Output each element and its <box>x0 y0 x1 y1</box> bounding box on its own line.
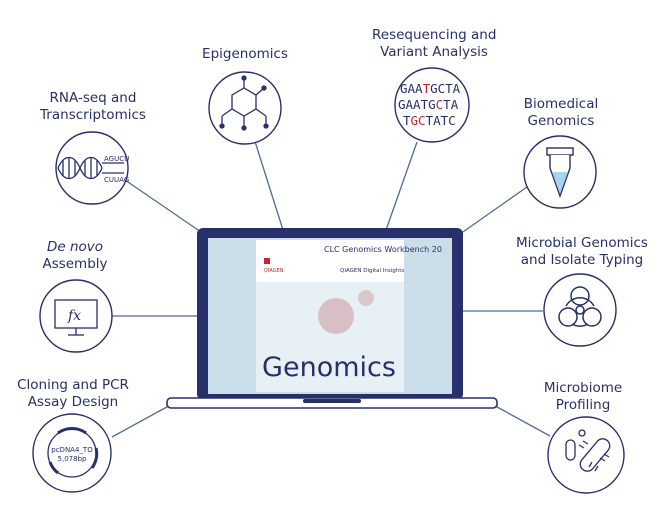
plasmid-size: 5,078bp <box>58 455 87 463</box>
virus-graphic-small <box>358 290 374 306</box>
monitor-function-icon <box>54 299 98 336</box>
connector-biomedical <box>459 186 528 235</box>
double-helix-icon <box>57 156 124 180</box>
seq-row-3: TGCTATC <box>403 113 456 128</box>
rna-text-top: AGUCU <box>104 155 129 163</box>
seq-row-2: GAATGCTA <box>398 97 459 112</box>
brand-logo-mark <box>264 258 270 264</box>
seq-row-1: GAATGCTA <box>400 81 461 96</box>
label-rna-seq: RNA-seq and Transcriptomics <box>40 90 146 123</box>
dna-sequence-icon: GAATGCTA GAATGCTA TGCTATC <box>398 81 461 128</box>
label-de-novo: De novo Assembly <box>42 239 108 272</box>
screen-headline: Genomics <box>262 352 396 383</box>
connector-epigenomics <box>251 131 284 231</box>
screen-product: CLC Genomics Workbench 20 <box>324 245 442 254</box>
test-tube-icon <box>546 147 574 199</box>
label-epigenomics: Epigenomics <box>202 46 288 62</box>
label-biomedical: Biomedical Genomics <box>523 96 599 129</box>
rna-seq-circle <box>55 131 129 205</box>
resequencing-circle <box>394 67 470 143</box>
microbial-circle <box>543 273 617 347</box>
bacteria-icon <box>565 429 611 472</box>
epigenomics-circle <box>208 71 282 145</box>
label-microbial: Microbial Genomics and Isolate Typing <box>516 235 648 268</box>
hexagon-molecule-icon <box>219 75 269 131</box>
virus-graphic <box>318 298 354 334</box>
laptop-notch <box>303 399 361 403</box>
label-microbiome: Microbiome Profiling <box>543 380 623 413</box>
screen-brand: QIAGEN <box>264 268 284 274</box>
brochure-header <box>256 240 404 282</box>
connector-resequencing <box>385 141 418 231</box>
screen-tagline: QIAGEN Digital Insights <box>340 268 404 274</box>
label-resequencing: Resequencing and Variant Analysis <box>372 27 497 60</box>
connector-cloning <box>111 401 177 438</box>
cloning-circle <box>32 413 112 493</box>
screen-content: CLC Genomics Workbench 20 QIAGEN QIAGEN … <box>256 240 442 392</box>
fx-text: fx <box>67 308 81 324</box>
plasmid-icon <box>47 426 99 478</box>
rna-text-bottom: CUUAG <box>104 176 129 184</box>
connector-microbiome <box>487 401 551 437</box>
plasmid-name: pcDNA4_TO <box>51 446 93 454</box>
biohazard-icon <box>558 286 602 327</box>
connector-rna-seq <box>124 179 202 233</box>
label-cloning: Cloning and PCR Assay Design <box>17 377 129 410</box>
connector-lines <box>111 131 551 438</box>
